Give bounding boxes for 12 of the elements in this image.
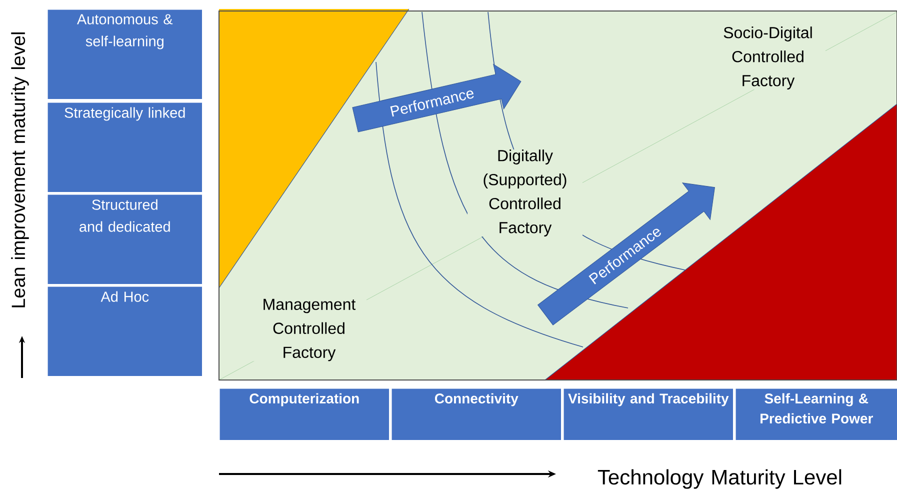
axis-label: Lean improvement maturity level xyxy=(11,0,29,370)
technology-level-box: Visibility and Tracebility xyxy=(563,388,734,441)
lean-level-box: Strategically linked xyxy=(47,102,203,193)
lean-level-box: Autonomous & self-learning xyxy=(47,9,203,100)
technology-level-box: Self-Learning & Predictive Power xyxy=(735,388,897,441)
technology-level-box: Connectivity xyxy=(391,388,562,441)
technology-level-box: Computerization xyxy=(219,388,390,441)
lean-level-box: Structured and dedicated xyxy=(47,194,203,285)
region-label: Management Controlled Factory xyxy=(252,298,366,362)
region-label: Socio-Digital Controlled Factory xyxy=(710,26,826,90)
lean-level-box: Ad Hoc xyxy=(47,286,203,377)
region-label: Digitally (Supported) Controlled Factory xyxy=(468,150,582,236)
